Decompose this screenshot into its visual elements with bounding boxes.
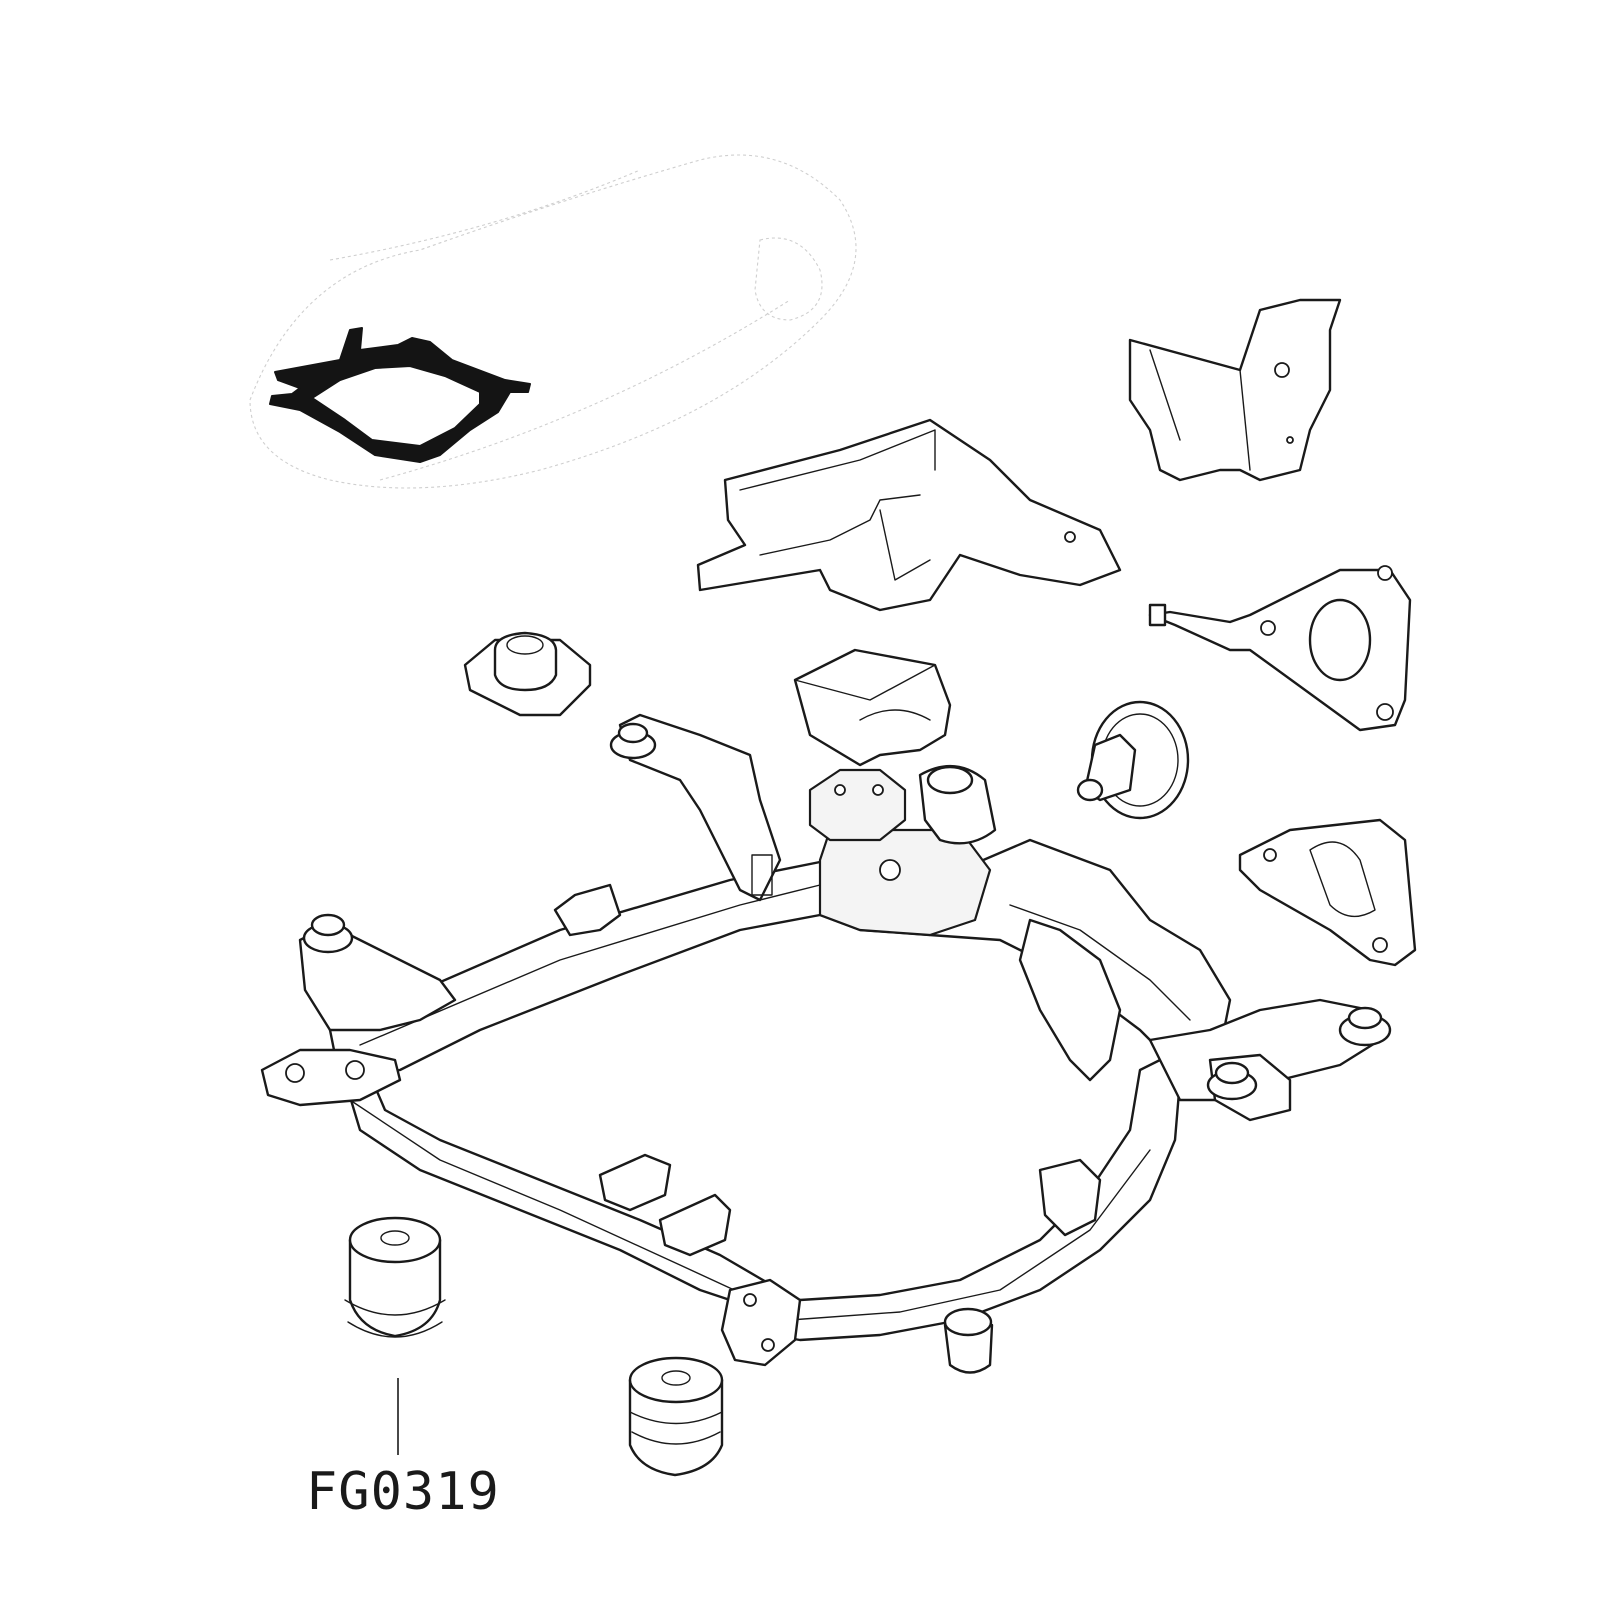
front-subframe xyxy=(260,713,1392,1374)
vehicle-ghost-outline xyxy=(249,154,857,489)
tray-piece xyxy=(793,648,952,767)
frame-bushing-left-rear xyxy=(302,913,354,954)
bushing-lower-cylinder xyxy=(628,1356,724,1477)
heat-shield xyxy=(696,418,1122,612)
frame-bushing-front xyxy=(943,1307,994,1374)
frame-bushing-brace xyxy=(609,722,657,760)
locator-thumbnail-subframe xyxy=(269,327,531,463)
mount-bushing-flat xyxy=(463,631,592,717)
triangular-mount-lower xyxy=(1238,818,1417,967)
hydraulic-engine-mount xyxy=(1076,700,1190,820)
frame-bushing-right-upper xyxy=(918,764,997,845)
triangular-mount-upper xyxy=(1148,565,1412,732)
frame-bushing-right-rear xyxy=(1338,1006,1392,1047)
upper-right-bracket xyxy=(1128,298,1342,482)
bushing-fg0319 xyxy=(344,1216,446,1338)
part-number-callout: FG0319 xyxy=(306,1462,500,1522)
frame-bushing-right-front xyxy=(1206,1061,1258,1101)
